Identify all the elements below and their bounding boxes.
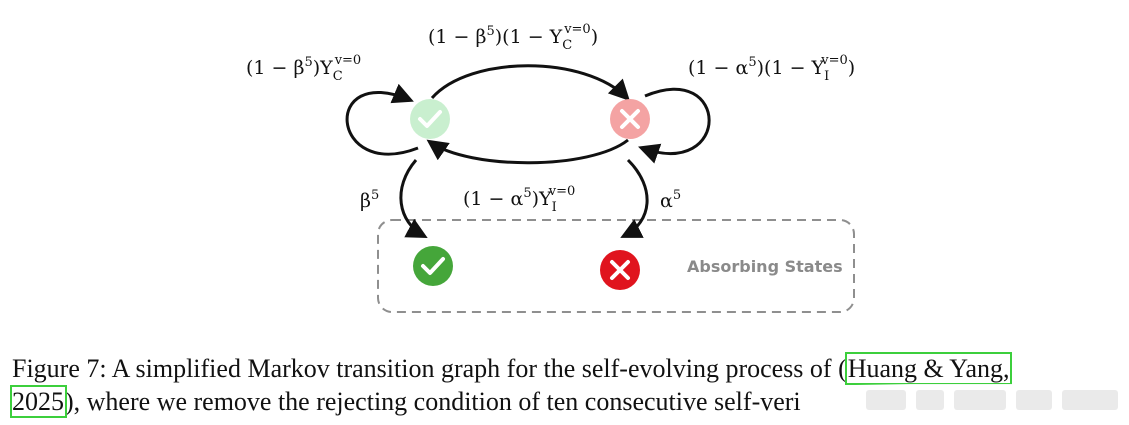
correct-state-node [410,99,450,139]
checkmark-icon [418,110,442,128]
edge-right-loop-arrow [638,87,711,164]
edge-beta-down-arrow [399,159,428,238]
citation-authors: Huang & Yang, [847,354,1010,383]
cross-icon [620,109,640,129]
label-beta-down: β5 [360,188,379,212]
label-bottom-edge: (1 − α5)YIv=0 [463,184,575,215]
markov-diagram: (1 − β5)(1 − YCv=0) (1 − β5)YCv=0 (1 − α… [246,22,855,313]
blurred-text-region [856,384,1124,416]
cross-icon [610,260,630,280]
label-alpha-down: α5 [660,188,681,212]
citation-year: 2025 [12,387,64,416]
absorbing-states-label: Absorbing States [687,257,843,276]
edge-left-loop-arrow [345,83,419,156]
absorbing-incorrect-node [600,250,640,290]
incorrect-state-node [610,99,650,139]
edge-bottom-arrow [426,138,629,165]
caption-prefix: Figure 7: A simplified Markov transition… [12,354,847,383]
edge-top-arrow [430,64,630,102]
label-right-loop: (1 − α5)(1 − YIv=0) [688,53,855,84]
label-top-edge: (1 − β5)(1 − YCv=0) [428,22,598,53]
absorbing-states-box [377,219,855,313]
caption-suffix: ), where we remove the rejecting conditi… [65,387,801,416]
figure-caption: Figure 7: A simplified Markov transition… [10,352,1117,418]
citation-link[interactable]: Huang & Yang, 2025 [10,352,1012,418]
checkmark-icon [421,257,445,275]
label-left-loop: (1 − β5)YCv=0 [246,53,361,84]
absorbing-correct-node [413,246,453,286]
edge-alpha-down-arrow [620,158,649,238]
